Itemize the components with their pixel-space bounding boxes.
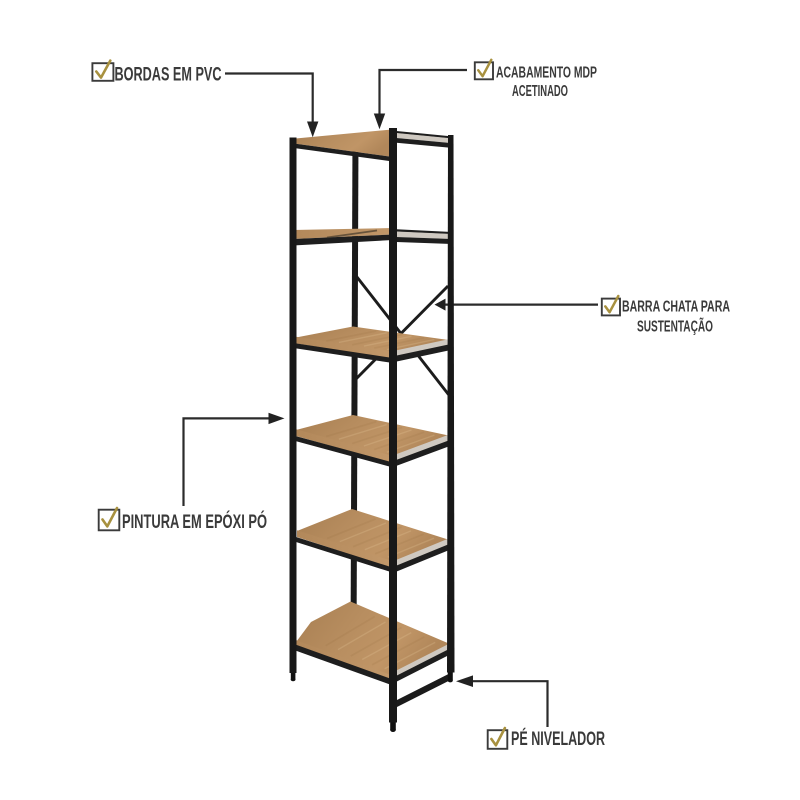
- svg-text:PINTURA EM EPÓXI PÓ: PINTURA EM EPÓXI PÓ: [122, 511, 267, 533]
- svg-text:BARRA CHATA PARA: BARRA CHATA PARA: [622, 299, 730, 316]
- svg-text:ACETINADO: ACETINADO: [512, 83, 568, 100]
- svg-text:ACABAMENTO MDP: ACABAMENTO MDP: [496, 65, 597, 82]
- svg-text:SUSTENTAÇÃO: SUSTENTAÇÃO: [637, 316, 713, 336]
- svg-text:PÉ NIVELADOR: PÉ NIVELADOR: [511, 728, 605, 750]
- svg-text:BORDAS EM PVC: BORDAS EM PVC: [115, 65, 222, 86]
